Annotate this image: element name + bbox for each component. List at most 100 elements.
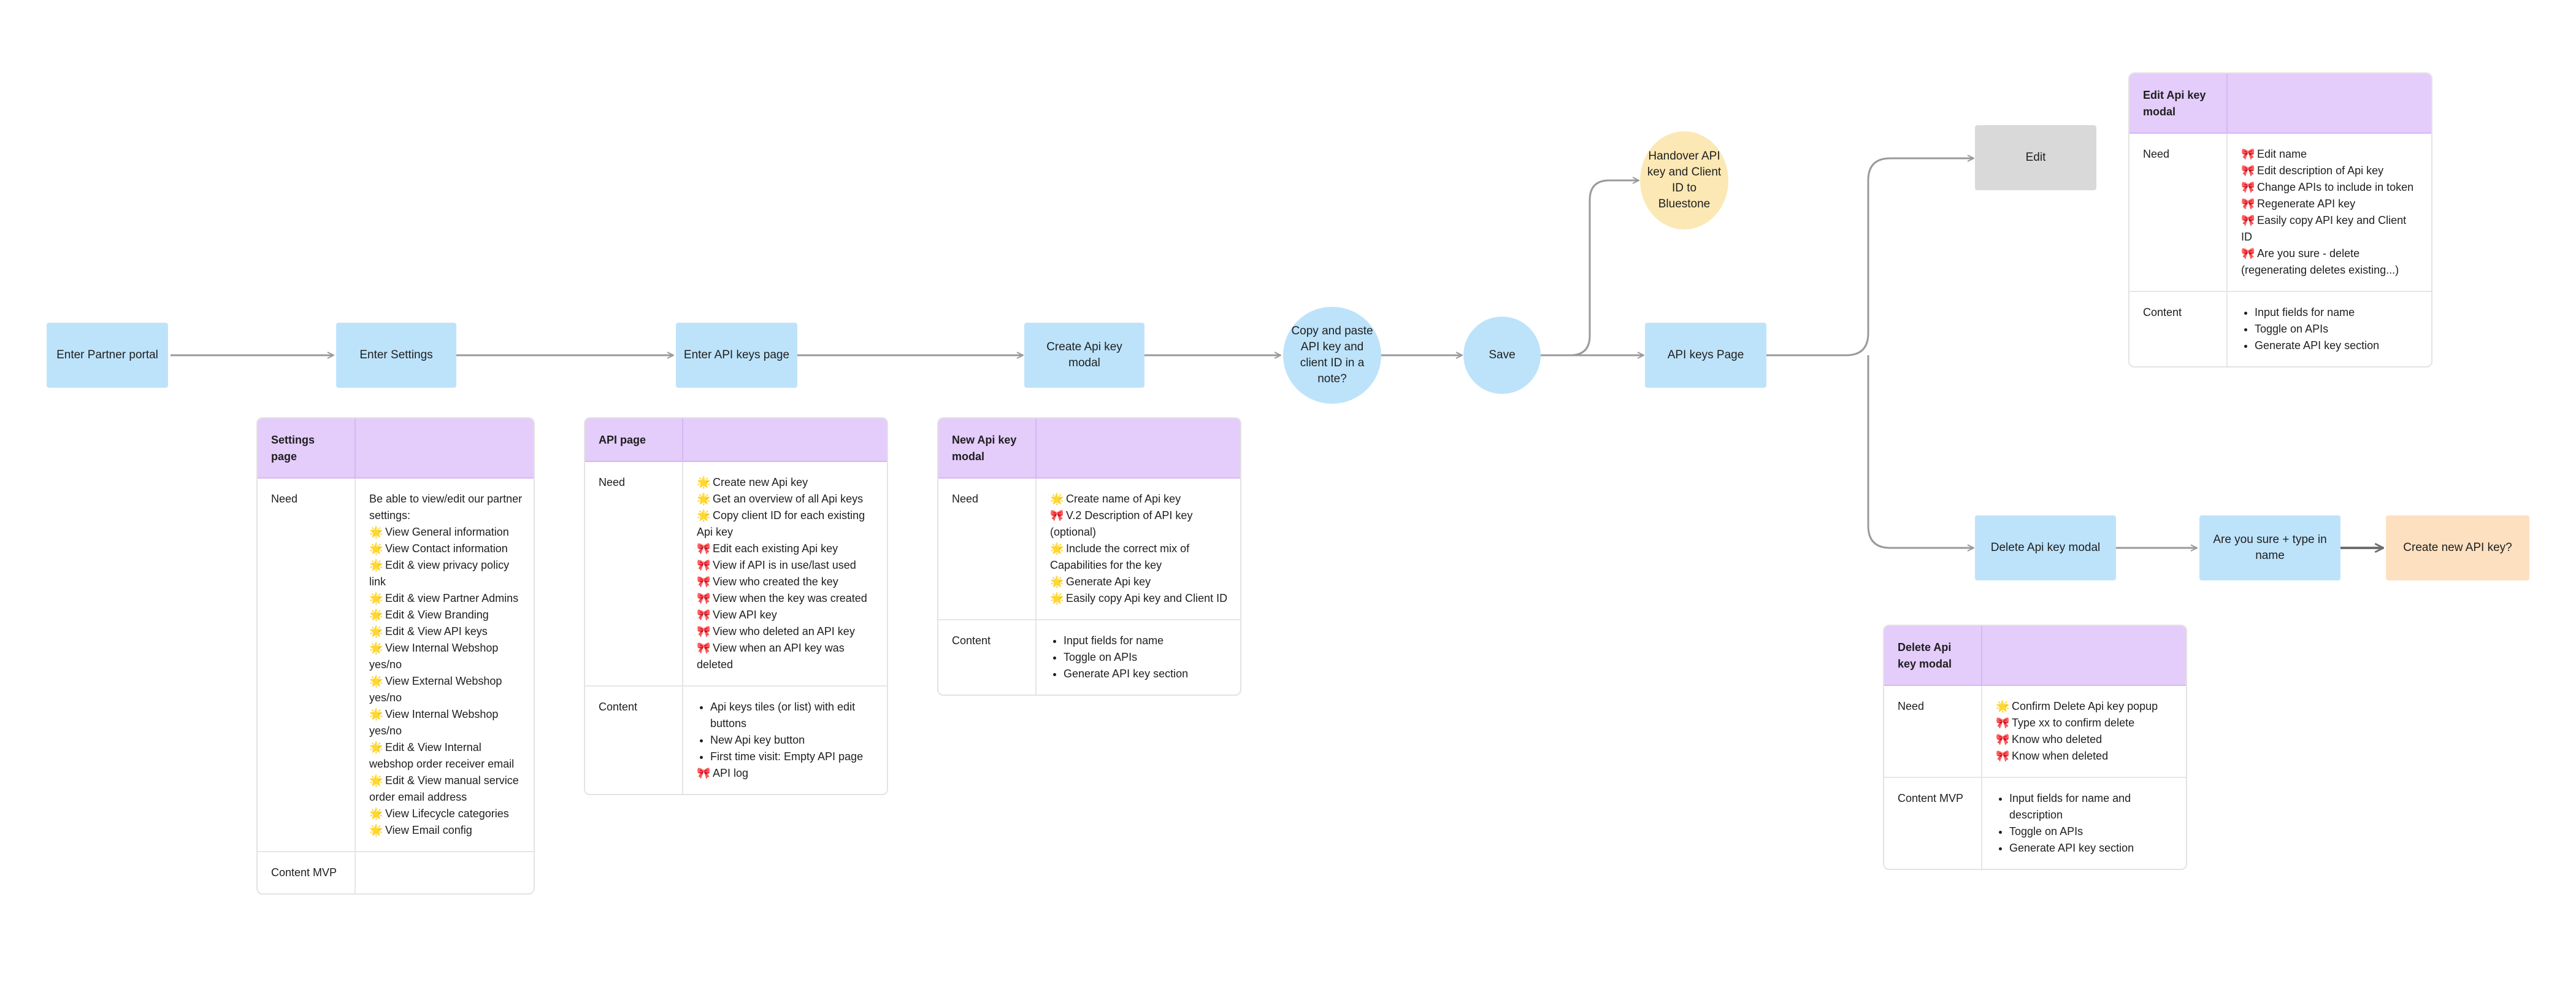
need-items: 🎀Edit name🎀Edit description of Api key🎀C… — [2241, 146, 2420, 279]
content-row: Content Api keys tiles (or list) with ed… — [585, 685, 887, 794]
item-text: Edit & View API keys — [385, 625, 488, 637]
content-row: Content MVP — [258, 851, 534, 893]
content-list: Api keys tiles (or list) with edit butto… — [683, 687, 887, 794]
content-item: Api keys tiles (or list) with edit butto… — [710, 699, 876, 732]
content-items: Input fields for nameToggle on APIsGener… — [1050, 633, 1229, 682]
need-list: Be able to view/edit our partner setting… — [356, 479, 534, 851]
need-item: 🎀View who deleted an API key — [697, 623, 876, 640]
item-text: View when an API key was deleted — [697, 642, 845, 671]
need-item: 🌟Get an overview of all Api keys — [697, 491, 876, 507]
content-item: First time visit: Empty API page — [710, 749, 876, 765]
item-text: View Internal Webshop yes/no — [369, 642, 499, 671]
item-text: Are you sure - delete (regenerating dele… — [2241, 247, 2399, 276]
content-item: Generate API key section — [1064, 666, 1229, 682]
table-title: Delete Api key modal — [1884, 626, 1982, 685]
item-text: Edit & View Branding — [385, 609, 489, 621]
api-keys-page-node: API keys Page — [1645, 323, 1766, 388]
bow-icon: 🎀 — [1996, 750, 2010, 762]
star-icon: 🌟 — [369, 642, 383, 654]
api-log-item: 🎀API log — [697, 765, 876, 782]
item-text: Edit description of Api key — [2257, 164, 2384, 177]
enter-api-keys-page-node: Enter API keys page — [676, 323, 797, 388]
item-text: View External Webshop yes/no — [369, 675, 502, 704]
need-item: 🌟Edit & View Branding — [369, 607, 523, 623]
star-icon: 🌟 — [697, 509, 711, 522]
are-you-sure-node: Are you sure + type in name — [2199, 515, 2340, 580]
bow-icon: 🎀 — [2241, 198, 2255, 210]
star-icon: 🌟 — [1050, 493, 1064, 505]
item-text: View Lifecycle categories — [385, 807, 509, 820]
need-item: 🎀Edit description of Api key — [2241, 163, 2420, 179]
need-item: 🌟View Internal Webshop yes/no — [369, 640, 523, 673]
table-title: API page — [585, 418, 683, 461]
need-item: 🌟Generate Api key — [1050, 574, 1229, 590]
row-label: Content MVP — [1884, 778, 1982, 869]
item-text: View General information — [385, 526, 509, 538]
need-list: 🌟Create new Api key🌟Get an overview of a… — [683, 462, 887, 685]
content-item: Input fields for name — [1064, 633, 1229, 649]
enter-partner-portal-node: Enter Partner portal — [47, 323, 168, 388]
row-label: Need — [938, 479, 1037, 619]
bow-icon: 🎀 — [2241, 181, 2255, 193]
handover-node: Handover API key and Client ID to Bluest… — [1640, 131, 1728, 229]
delete-api-key-modal-table: Delete Api key modal Need 🌟Confirm Delet… — [1883, 625, 2187, 870]
need-item: 🌟View External Webshop yes/no — [369, 673, 523, 706]
content-item: Toggle on APIs — [2255, 321, 2420, 337]
content-row: Content MVP Input fields for name and de… — [1884, 777, 2186, 869]
need-item: 🎀Edit name — [2241, 146, 2420, 163]
item-text: Know when deleted — [2012, 750, 2109, 762]
need-item: 🎀View when an API key was deleted — [697, 640, 876, 673]
content-list: Input fields for nameToggle on APIsGener… — [2228, 292, 2431, 366]
need-row: Need 🎀Edit name🎀Edit description of Api … — [2129, 134, 2431, 291]
item-text: View API key — [713, 609, 777, 621]
need-item: 🌟Edit & View API keys — [369, 623, 523, 640]
item-text: Edit name — [2257, 148, 2307, 160]
need-item: 🎀Are you sure - delete (regenerating del… — [2241, 245, 2420, 279]
item-text: Edit & View manual service order email a… — [369, 774, 519, 803]
item-text: View Internal Webshop yes/no — [369, 708, 499, 737]
need-row: Need Be able to view/edit our partner se… — [258, 479, 534, 851]
need-item: 🌟Create new Api key — [697, 474, 876, 491]
item-text: Regenerate API key — [2257, 198, 2356, 210]
bow-icon: 🎀 — [697, 642, 711, 654]
content-item: Input fields for name and description — [2009, 790, 2175, 823]
need-item: 🌟Create name of Api key — [1050, 491, 1229, 507]
content-row: Content Input fields for nameToggle on A… — [938, 619, 1240, 695]
item-text: Generate Api key — [1066, 576, 1151, 588]
need-items: 🌟Confirm Delete Api key popup🎀Type xx to… — [1996, 698, 2175, 764]
content-row: Content Input fields for nameToggle on A… — [2129, 291, 2431, 366]
row-label: Need — [585, 462, 683, 685]
bow-icon: 🎀 — [1050, 509, 1064, 522]
need-intro: Be able to view/edit our partner setting… — [369, 493, 523, 522]
content-item: New Api key button — [710, 732, 876, 749]
need-item: 🌟View General information — [369, 524, 523, 541]
bow-icon: 🎀 — [697, 767, 711, 779]
row-label: Content — [938, 620, 1037, 695]
need-item: 🎀Know who deleted — [1996, 731, 2175, 748]
bow-icon: 🎀 — [697, 559, 711, 571]
table-header: Edit Api key modal — [2129, 74, 2431, 134]
bow-icon: 🎀 — [697, 576, 711, 588]
need-item: 🎀Type xx to confirm delete — [1996, 715, 2175, 731]
need-item: 🎀Know when deleted — [1996, 748, 2175, 764]
bow-icon: 🎀 — [1996, 733, 2010, 745]
bow-icon: 🎀 — [697, 542, 711, 555]
item-text: API log — [713, 767, 749, 779]
content-list: Input fields for name and descriptionTog… — [1982, 778, 2186, 869]
item-text: Easily copy Api key and Client ID — [1066, 592, 1228, 604]
need-row: Need 🌟Create name of Api key 🎀V.2 Descrip… — [938, 479, 1240, 619]
need-items: 🌟Create new Api key🌟Get an overview of a… — [697, 474, 876, 673]
star-icon: 🌟 — [697, 476, 711, 488]
table-header: Settings page — [258, 418, 534, 479]
need-item: 🌟Edit & View Internal webshop order rece… — [369, 739, 523, 772]
item-text: View when the key was created — [713, 592, 867, 604]
star-icon: 🌟 — [369, 542, 383, 555]
star-icon: 🌟 — [1050, 542, 1064, 555]
need-row: Need 🌟Create new Api key🌟Get an overview… — [585, 462, 887, 685]
item-text: Edit & View Internal webshop order recei… — [369, 741, 515, 770]
bow-icon: 🎀 — [697, 592, 711, 604]
create-new-api-key-node: Create new API key? — [2386, 515, 2529, 580]
item-text: V.2 Description of API key (optional) — [1050, 509, 1193, 538]
need-item: 🎀View when the key was created — [697, 590, 876, 607]
